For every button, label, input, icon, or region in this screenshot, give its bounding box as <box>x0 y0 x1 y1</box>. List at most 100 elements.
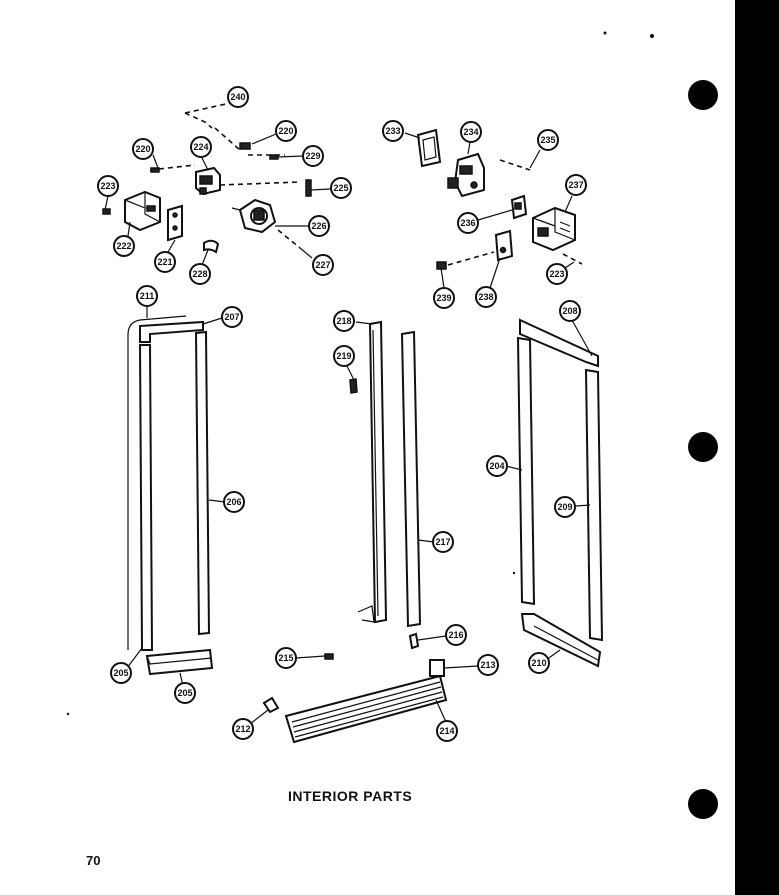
svg-text:204: 204 <box>489 461 504 471</box>
valve-assembly <box>447 152 485 198</box>
callout: 205 <box>174 682 196 704</box>
callout: 215 <box>275 647 297 669</box>
svg-text:208: 208 <box>562 306 577 316</box>
callout: 219 <box>333 345 355 367</box>
grille-clip <box>262 696 280 714</box>
callout: 216 <box>445 624 467 646</box>
callout: 238 <box>475 286 497 308</box>
callout: 228 <box>189 263 211 285</box>
callout: 235 <box>537 129 559 151</box>
callout: 236 <box>457 212 479 234</box>
svg-text:229: 229 <box>305 151 320 161</box>
svg-text:224: 224 <box>193 142 208 152</box>
bottom-channel-left <box>145 648 214 676</box>
svg-text:223: 223 <box>100 181 115 191</box>
svg-text:239: 239 <box>436 293 451 303</box>
svg-text:237: 237 <box>568 180 583 190</box>
callout: 229 <box>302 145 324 167</box>
callout: 204 <box>486 455 508 477</box>
svg-text:236: 236 <box>460 218 475 228</box>
callout: 214 <box>436 720 458 742</box>
callout: 227 <box>312 254 334 276</box>
callouts: 240 220 220 224 229 225 223 226 222 221 … <box>97 86 587 742</box>
callout: 240 <box>227 86 249 108</box>
left-frame-group <box>127 315 214 676</box>
svg-text:218: 218 <box>336 316 351 326</box>
svg-text:209: 209 <box>557 502 572 512</box>
callout: 222 <box>113 235 135 257</box>
callout: 212 <box>232 718 254 740</box>
callout: 223 <box>546 263 568 285</box>
left-lower-rail <box>138 344 154 651</box>
callout: 208 <box>559 300 581 322</box>
svg-text:206: 206 <box>226 497 241 507</box>
svg-text:233: 233 <box>385 126 400 136</box>
top-channel-right <box>519 318 599 368</box>
callout: 234 <box>460 121 482 143</box>
screw-far-left <box>102 208 111 215</box>
speck <box>603 31 607 35</box>
center-group <box>349 320 422 650</box>
svg-text:205: 205 <box>113 668 128 678</box>
callout: 217 <box>432 531 454 553</box>
callout: 223 <box>97 175 119 197</box>
right-back-rail <box>584 368 604 642</box>
top-channel-left <box>139 320 204 343</box>
bottom-channel-right <box>520 613 602 668</box>
svg-text:228: 228 <box>192 269 207 279</box>
punch-hole <box>688 80 718 110</box>
svg-text:221: 221 <box>157 257 172 267</box>
callout: 226 <box>308 215 330 237</box>
callout: 225 <box>330 177 352 199</box>
svg-text:217: 217 <box>435 537 450 547</box>
svg-text:240: 240 <box>230 92 245 102</box>
callout: 209 <box>554 496 576 518</box>
strip-clip <box>408 632 420 650</box>
leader-lines <box>104 97 593 725</box>
center-mullion <box>368 320 388 624</box>
svg-text:234: 234 <box>463 127 478 137</box>
label-plate <box>429 659 445 677</box>
spring-right <box>305 179 312 197</box>
control-box-right <box>532 206 576 252</box>
callout: 210 <box>528 652 550 674</box>
svg-text:235: 235 <box>540 135 555 145</box>
callout: 220 <box>275 120 297 142</box>
svg-text:210: 210 <box>531 658 546 668</box>
svg-text:220: 220 <box>135 144 150 154</box>
clip-small <box>203 239 220 254</box>
right-frame-group <box>516 318 604 668</box>
control-box-left <box>124 190 161 232</box>
screw-mid <box>269 154 279 160</box>
callout: 213 <box>477 654 499 676</box>
screw-bottom <box>324 653 334 660</box>
callout: 207 <box>221 306 243 328</box>
binding-edge-bar <box>735 0 779 895</box>
screw-left <box>150 167 160 173</box>
punch-hole <box>688 789 718 819</box>
screw-right <box>562 253 583 265</box>
left-side-rail <box>194 330 211 636</box>
speck <box>66 712 70 716</box>
switch-housing <box>195 166 221 196</box>
page-number: 70 <box>86 853 101 868</box>
callout: 221 <box>154 251 176 273</box>
callout: 237 <box>565 174 587 196</box>
callout: 206 <box>223 491 245 513</box>
mullion-clip <box>349 378 358 394</box>
svg-text:222: 222 <box>116 241 131 251</box>
svg-text:214: 214 <box>439 726 454 736</box>
motor-unit <box>231 198 277 234</box>
right-front-rail <box>516 336 536 606</box>
svg-text:226: 226 <box>311 221 326 231</box>
svg-text:205: 205 <box>177 688 192 698</box>
callout: 239 <box>433 287 455 309</box>
screw-right-top <box>499 159 531 171</box>
punch-hole <box>688 432 718 462</box>
svg-text:223: 223 <box>549 269 564 279</box>
svg-text:212: 212 <box>235 724 250 734</box>
wire-harness <box>127 315 187 650</box>
callout: 220 <box>132 138 154 160</box>
callout: 224 <box>190 136 212 158</box>
